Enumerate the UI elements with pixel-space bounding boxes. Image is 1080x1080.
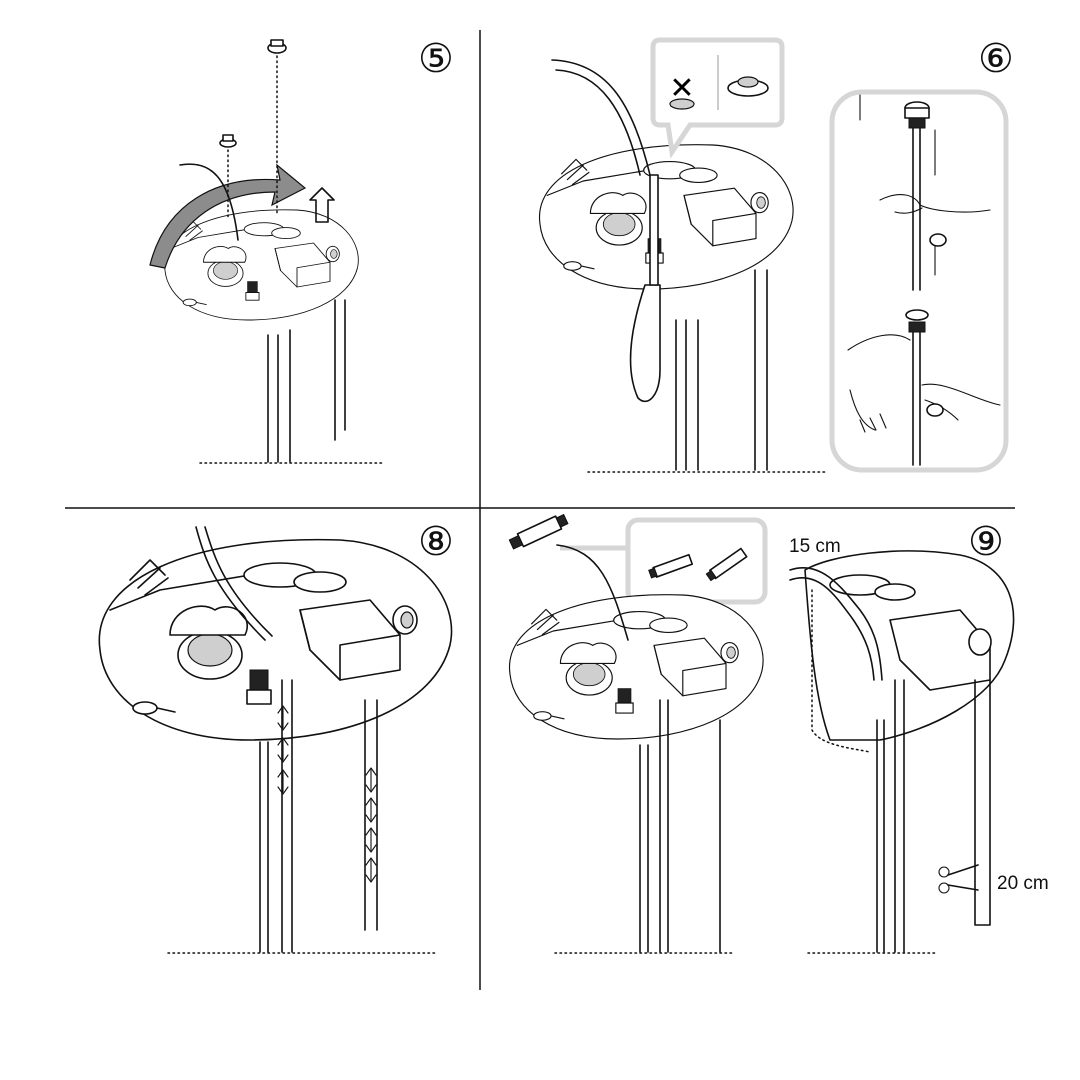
detail-panel bbox=[829, 89, 1009, 473]
syringe-icon bbox=[508, 513, 569, 550]
lift-up-arrow-icon bbox=[309, 187, 335, 223]
step-number: ⑧ bbox=[418, 519, 454, 565]
step-5-panel: ⑤ bbox=[149, 36, 454, 464]
measurement-label-cut: 20 cm bbox=[997, 873, 1049, 894]
step-9-panel: ⑨ bbox=[508, 513, 1049, 954]
step-number: ⑥ bbox=[978, 36, 1014, 82]
rotate-arrow-icon bbox=[149, 163, 307, 269]
scissors-icon bbox=[938, 864, 979, 894]
step-8-panel: ⑧ bbox=[98, 519, 454, 954]
callout-bubble bbox=[625, 517, 768, 605]
step-number: ⑨ bbox=[968, 519, 1004, 565]
measurement-label-top: 15 cm bbox=[789, 536, 841, 557]
step-6-panel: ⑥ ✕ bbox=[538, 36, 1014, 473]
screwdriver-icon bbox=[629, 284, 661, 403]
step-number: ⑤ bbox=[418, 36, 454, 82]
